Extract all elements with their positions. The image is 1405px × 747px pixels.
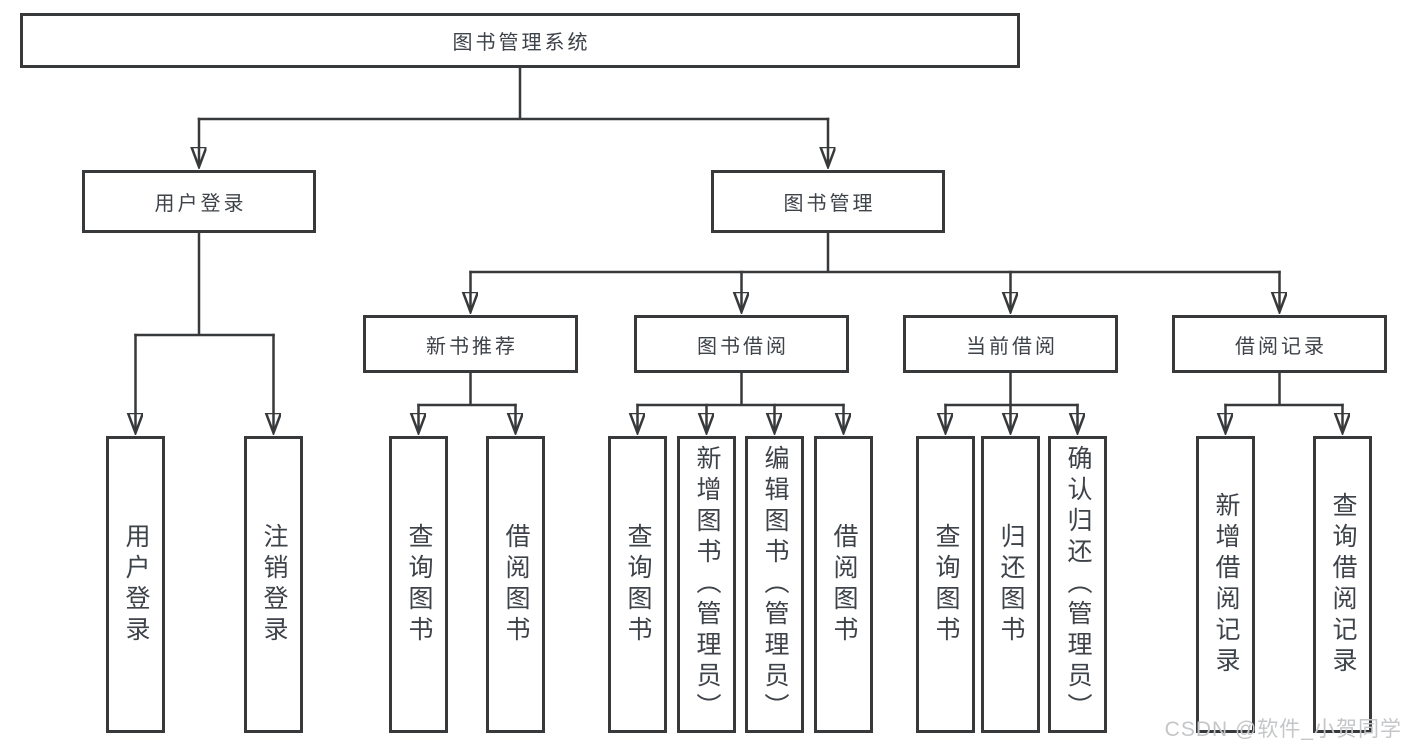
leaf-borrow-books-borrowing: 借阅图书 <box>814 436 873 733</box>
node-borrowing-records: 借阅记录 <box>1172 315 1387 373</box>
edge-book-management-children <box>469 231 1281 309</box>
edge-line <box>1224 371 1344 407</box>
edge-line <box>944 371 1079 407</box>
leaf-add-borrowing-record: 新增借阅记录 <box>1196 436 1255 733</box>
edge-borrowing-records-children <box>1224 371 1344 430</box>
leaf-query-books-recommend: 查询图书 <box>389 436 448 733</box>
edge-line <box>197 66 830 121</box>
leaf-return-books: 归还图书 <box>981 436 1040 733</box>
edge-line <box>134 231 275 337</box>
node-current-borrowing: 当前借阅 <box>903 315 1118 373</box>
node-book-borrowing: 图书借阅 <box>634 315 849 373</box>
leaf-query-borrowing-record: 查询借阅记录 <box>1313 436 1372 733</box>
leaf-confirm-return-admin: 确认归还（管理员） <box>1048 436 1107 733</box>
edge-root-to-level2 <box>197 66 830 164</box>
node-new-book-recommendation: 新书推荐 <box>363 315 578 373</box>
leaf-add-book-admin: 新增图书（管理员） <box>677 436 736 733</box>
node-user-login: 用户登录 <box>82 170 316 233</box>
edge-line <box>636 371 845 407</box>
edge-line <box>469 231 1281 274</box>
leaf-query-books-current: 查询图书 <box>916 436 975 733</box>
leaf-logout: 注销登录 <box>244 436 303 733</box>
leaf-edit-book-admin: 编辑图书（管理员） <box>745 436 804 733</box>
watermark: CSDN @软件_小贺同学 <box>1164 718 1402 741</box>
node-root: 图书管理系统 <box>20 13 1020 68</box>
edge-new-book-recommendation-children <box>417 371 517 430</box>
edge-book-borrowing-children <box>636 371 845 430</box>
edge-current-borrowing-children <box>944 371 1079 430</box>
leaf-query-books-borrowing: 查询图书 <box>608 436 667 733</box>
edge-user-login-children <box>134 231 275 430</box>
leaf-borrow-books-recommend: 借阅图书 <box>486 436 545 733</box>
edge-line <box>417 371 517 407</box>
leaf-user-login: 用户登录 <box>106 436 165 733</box>
node-book-management: 图书管理 <box>711 170 945 233</box>
